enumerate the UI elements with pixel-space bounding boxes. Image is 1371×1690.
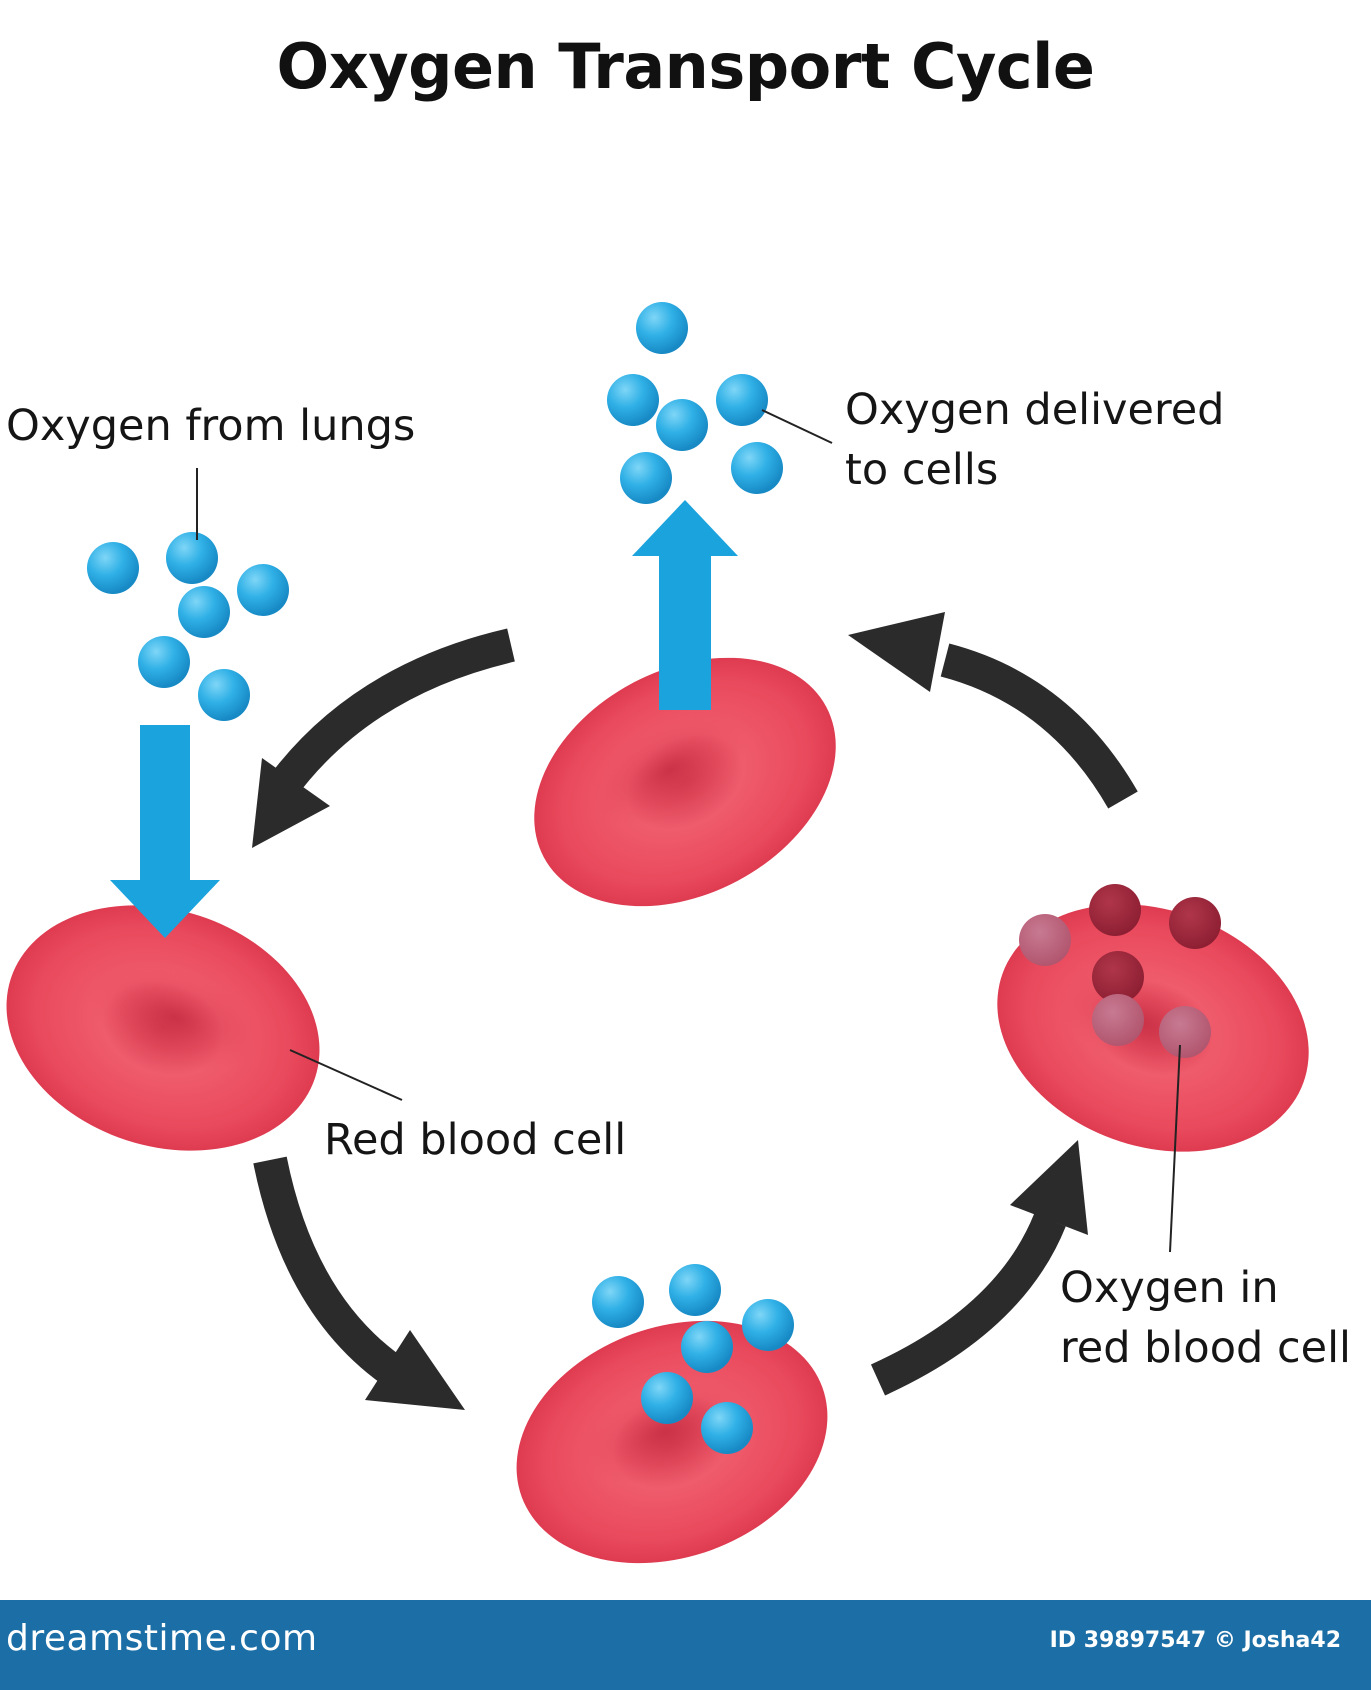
footer-credit: ID 39897547 © Josha42 xyxy=(1049,1628,1341,1653)
label-oxygen-in-rbc-line1: Oxygen in xyxy=(1060,1263,1279,1313)
cycle-arrow-bottom-left xyxy=(253,1156,465,1410)
footer-brand[interactable]: dreamstime.com xyxy=(6,1618,318,1659)
oxygen-cluster-lungs xyxy=(87,532,289,721)
label-red-blood-cell-text: Red blood cell xyxy=(324,1115,627,1165)
label-oxygen-from-lungs: Oxygen from lungs xyxy=(6,396,415,456)
red-blood-cell-bottom xyxy=(516,1320,828,1564)
cycle-arrow-bottom-right xyxy=(870,1140,1088,1396)
oxygen-cycle-illustration xyxy=(6,302,1309,1564)
cycle-arrow-top-left xyxy=(252,628,515,848)
label-oxygen-delivered-line1: Oxygen delivered xyxy=(845,385,1225,435)
red-blood-cell-top xyxy=(534,657,836,907)
leader-line-delivered xyxy=(761,409,833,444)
label-oxygen-in-red-blood-cell: Oxygen in red blood cell xyxy=(1060,1258,1351,1378)
label-oxygen-delivered-line2: to cells xyxy=(845,445,999,495)
oxygen-cluster-binding xyxy=(592,1264,794,1454)
label-oxygen-in-rbc-line2: red blood cell xyxy=(1060,1323,1351,1373)
oxygen-out-arrow xyxy=(632,500,738,710)
red-blood-cell-right xyxy=(997,904,1309,1152)
cycle-arrow-top-right xyxy=(848,612,1138,809)
label-oxygen-from-lungs-text: Oxygen from lungs xyxy=(6,401,416,451)
oxygen-inside-cell-group xyxy=(1019,884,1221,1058)
leader-line-in-rbc xyxy=(1169,1044,1181,1253)
oxygen-in-arrow xyxy=(110,725,220,938)
red-blood-cell-left xyxy=(6,905,320,1151)
oxygen-cluster-delivered xyxy=(607,302,783,504)
leader-line-rbc xyxy=(289,1049,403,1101)
diagram-title: Oxygen Transport Cycle xyxy=(276,30,1095,103)
watermark-footer: dreamstime.com ID 39897547 © Josha42 xyxy=(0,1600,1371,1690)
label-oxygen-delivered: Oxygen delivered to cells xyxy=(845,380,1224,500)
label-red-blood-cell: Red blood cell xyxy=(324,1110,626,1170)
